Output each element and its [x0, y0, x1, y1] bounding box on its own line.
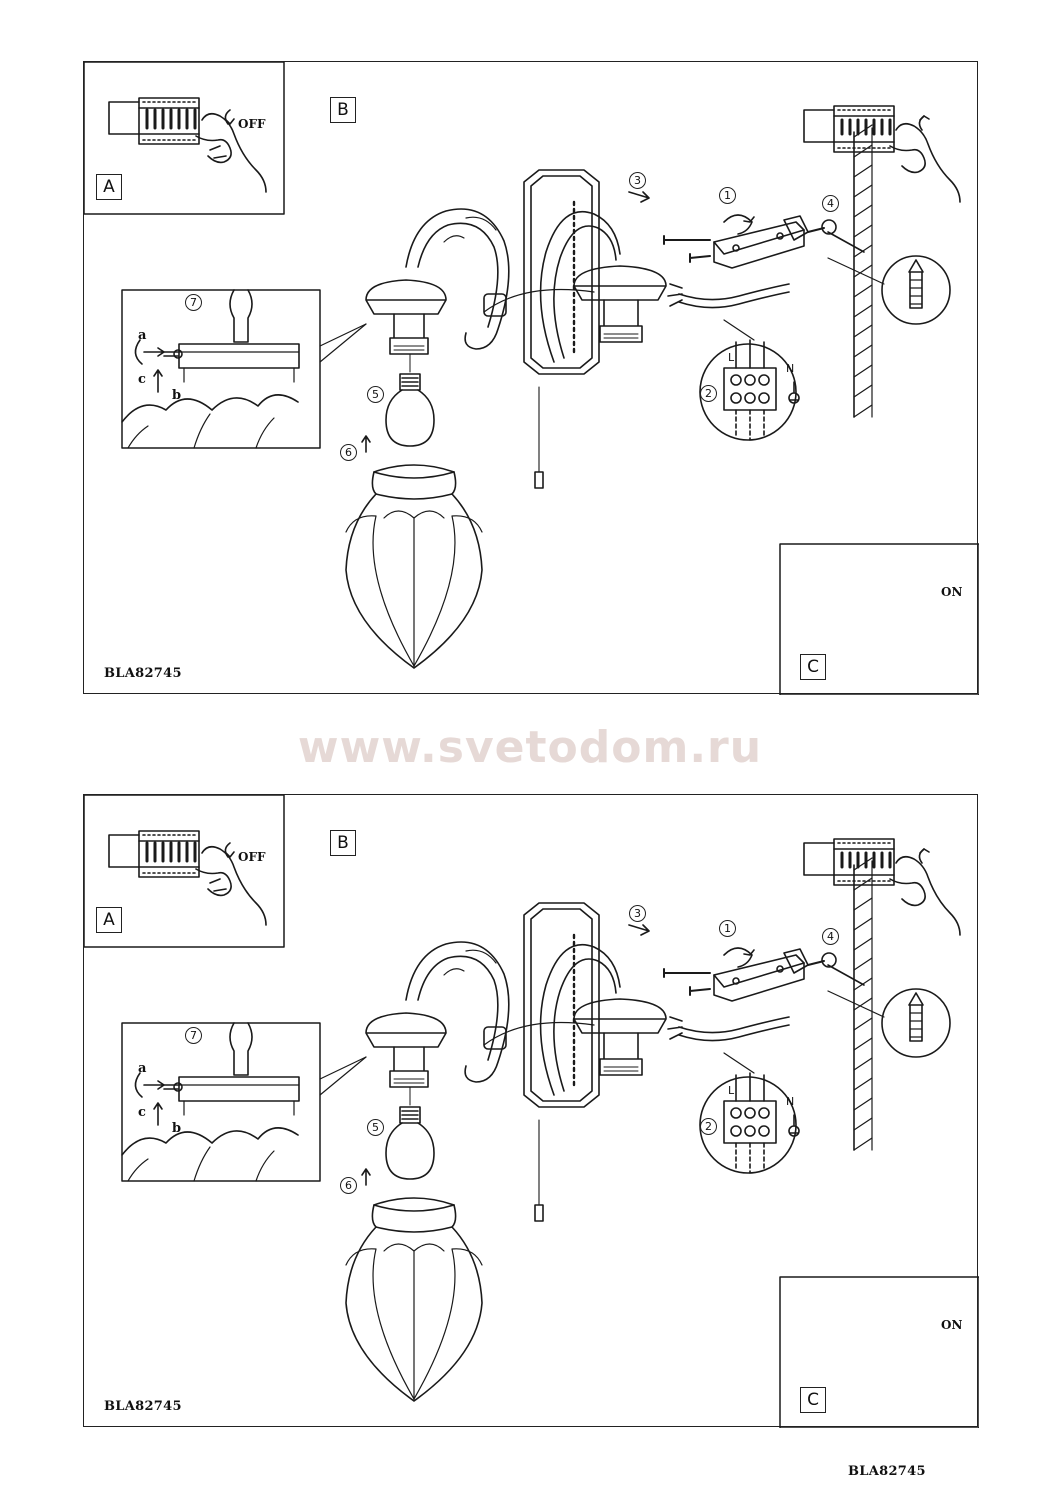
inset-c-frame [779, 543, 979, 695]
glass-shade-icon [345, 464, 483, 669]
glass-shade-icon [345, 1197, 483, 1402]
inset-detail-frame [121, 289, 321, 449]
detail-letter-a: a [138, 328, 147, 343]
step-5: 5 [367, 1119, 384, 1136]
inset-detail-frame [121, 1022, 321, 1182]
step-3: 3 [629, 905, 646, 922]
terminal-block-icon [699, 319, 800, 441]
inset-c-frame [779, 1276, 979, 1428]
step-6: 6 [340, 444, 357, 461]
step-1: 1 [719, 920, 736, 937]
inset-a-frame [84, 62, 285, 215]
step-3-arrow [628, 191, 650, 203]
label-b: B [330, 97, 356, 123]
label-a: A [96, 174, 122, 200]
step-3: 3 [629, 172, 646, 189]
wall-plug-detail-icon [827, 255, 951, 325]
footer-model-code: BLA82745 [848, 1464, 926, 1479]
detail-letter-c: c [138, 372, 146, 387]
detail-letter-a: a [138, 1061, 147, 1076]
step-5: 5 [367, 386, 384, 403]
detail-letter-c: c [138, 1105, 146, 1120]
terminal-n-label: N [786, 362, 795, 375]
breaker-off-icon [108, 97, 267, 193]
set-screw-detail-icon [121, 1022, 367, 1182]
bulb-icon [385, 1106, 435, 1180]
assembly-illustration [84, 795, 979, 1428]
terminal-block-icon [699, 1052, 800, 1174]
step-3-arrow [628, 924, 650, 936]
instruction-panel-1: A B C OFF ON BLA82745 1 2 3 4 5 6 7 a b … [83, 61, 979, 695]
inset-a-frame [84, 795, 285, 948]
model-code: BLA82745 [104, 1399, 182, 1414]
wall-plate-icon [523, 902, 600, 1222]
left-arm-icon [365, 941, 510, 1106]
right-arm-icon [483, 210, 667, 363]
right-arm-icon [483, 943, 667, 1096]
model-code: BLA82745 [104, 666, 182, 681]
terminal-l-label: L [728, 1084, 735, 1097]
label-b: B [330, 830, 356, 856]
set-screw-detail-icon [121, 289, 367, 449]
step-6-arrow [361, 435, 371, 453]
step-4: 4 [822, 195, 839, 212]
cable-icon [667, 1016, 790, 1042]
wall-plate-icon [523, 169, 600, 489]
label-c: C [800, 1387, 826, 1413]
terminal-n-label: N [786, 1095, 795, 1108]
watermark: www.svetodom.ru [297, 722, 763, 773]
breaker-on-icon [803, 105, 961, 203]
step-7: 7 [185, 294, 202, 311]
detail-letter-b: b [172, 1121, 182, 1136]
terminal-l-label: L [728, 351, 735, 364]
label-a: A [96, 907, 122, 933]
switch-on-label: ON [941, 585, 963, 599]
switch-off-label: OFF [238, 117, 266, 131]
step-4: 4 [822, 928, 839, 945]
breaker-off-icon [108, 830, 267, 926]
switch-off-label: OFF [238, 850, 266, 864]
breaker-on-icon [803, 838, 961, 936]
label-c: C [800, 654, 826, 680]
step-7: 7 [185, 1027, 202, 1044]
step-6-arrow [361, 1168, 371, 1186]
step-2: 2 [700, 1118, 717, 1135]
switch-on-label: ON [941, 1318, 963, 1332]
step-1: 1 [719, 187, 736, 204]
mounting-bracket-icon [663, 947, 865, 1002]
wall-plug-detail-icon [827, 988, 951, 1058]
detail-letter-b: b [172, 388, 182, 403]
assembly-illustration [84, 62, 979, 695]
left-arm-icon [365, 208, 510, 373]
mounting-bracket-icon [663, 214, 865, 269]
instruction-panel-2: A B C OFF ON BLA82745 1 2 3 4 5 6 7 a b … [83, 794, 979, 1428]
step-6: 6 [340, 1177, 357, 1194]
step-2: 2 [700, 385, 717, 402]
cable-icon [667, 283, 790, 309]
bulb-icon [385, 373, 435, 447]
